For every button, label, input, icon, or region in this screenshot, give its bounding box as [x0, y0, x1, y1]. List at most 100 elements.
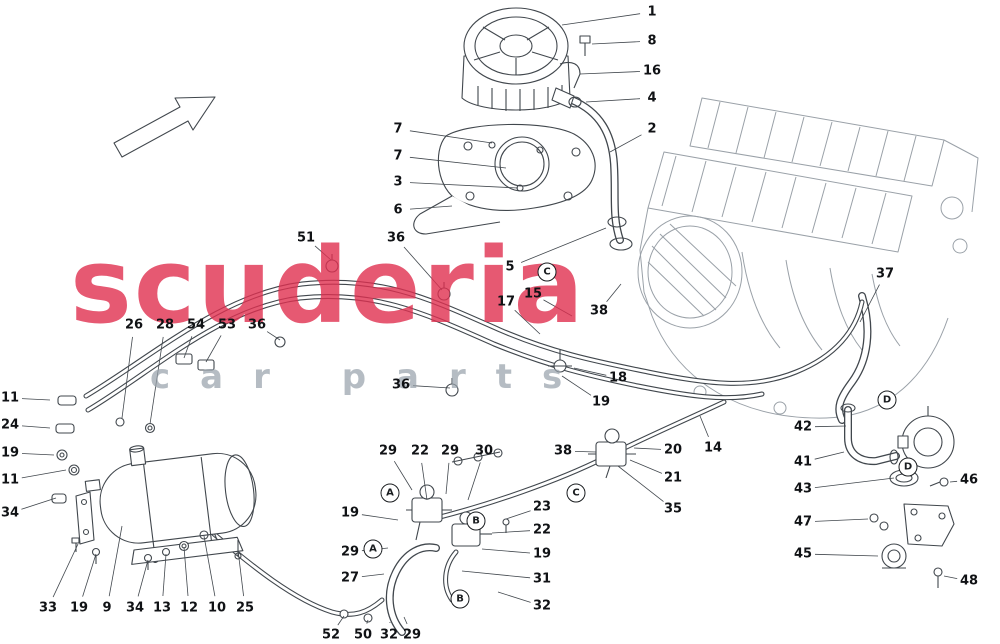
leader-line-13: [162, 553, 167, 597]
leader-line-29: [445, 462, 450, 495]
callout-36: 36: [391, 377, 411, 393]
leader-line-38: [574, 451, 597, 453]
callout-4: 4: [647, 90, 657, 106]
route-letter-B: B: [466, 511, 486, 531]
leader-line-38: [606, 283, 622, 302]
callout-19: 19: [591, 394, 611, 410]
callout-47: 47: [793, 514, 813, 530]
callout-24: 24: [0, 417, 20, 433]
callout-53: 53: [217, 317, 237, 333]
leader-line-22: [421, 462, 428, 501]
callout-19: 19: [0, 445, 20, 461]
route-letter-A: A: [363, 539, 383, 559]
callout-37: 37: [875, 266, 895, 282]
leader-line-19: [361, 514, 399, 521]
callout-12: 12: [179, 600, 199, 616]
callout-17: 17: [496, 294, 516, 310]
callout-31: 31: [532, 571, 552, 587]
callout-38: 38: [589, 303, 609, 319]
callout-32: 32: [379, 627, 399, 643]
callout-45: 45: [793, 546, 813, 562]
callout-52: 52: [321, 627, 341, 643]
leader-line-36: [403, 246, 443, 291]
route-letter-C: C: [537, 262, 557, 282]
leader-line-4: [585, 98, 641, 103]
route-letter-D: D: [877, 390, 897, 410]
callout-19: 19: [69, 600, 89, 616]
callout-22: 22: [410, 443, 430, 459]
route-letter-A: A: [380, 483, 400, 503]
callout-14: 14: [703, 440, 723, 456]
callout-38: 38: [553, 443, 573, 459]
leader-line-18: [573, 367, 607, 376]
callout-7: 7: [393, 121, 403, 137]
leader-line-1: [561, 13, 641, 26]
callout-10: 10: [207, 600, 227, 616]
callout-34: 34: [0, 505, 20, 521]
leader-line-2: [609, 134, 642, 153]
leader-line-53: [205, 335, 222, 363]
leader-line-41: [814, 451, 845, 460]
leader-line-32: [497, 591, 531, 603]
callout-26: 26: [124, 317, 144, 333]
callout-7: 7: [393, 148, 403, 164]
leader-line-6: [409, 205, 453, 210]
leader-line-19: [21, 453, 55, 456]
fittings-drawing: [51, 353, 242, 570]
leader-line-14: [699, 415, 709, 438]
callout-51: 51: [296, 230, 316, 246]
callout-18: 18: [608, 370, 628, 386]
leader-line-50: [366, 619, 369, 624]
callout-35: 35: [663, 501, 683, 517]
pump-bracket-drawing: [413, 123, 596, 235]
leader-line-35: [617, 465, 664, 502]
leader-line-42: [814, 425, 847, 428]
leader-line-23: [505, 510, 531, 520]
leader-line-51: [314, 245, 332, 261]
callout-36: 36: [386, 230, 406, 246]
callout-21: 21: [663, 470, 683, 486]
leader-line-29: [403, 616, 408, 625]
callout-27: 27: [340, 570, 360, 586]
secondary-air-pump-drawing: [461, 7, 633, 251]
leader-line-36: [266, 331, 281, 341]
leader-line-8: [591, 41, 641, 45]
leader-line-19: [82, 553, 97, 597]
callout-19: 19: [532, 546, 552, 562]
leader-line-34: [21, 497, 57, 510]
leader-line-3: [409, 182, 519, 189]
callout-5: 5: [505, 259, 515, 275]
leader-line-30: [467, 462, 481, 501]
leader-line-7: [409, 156, 507, 169]
leader-line-5: [520, 227, 607, 263]
callout-16: 16: [642, 63, 662, 79]
leader-line-20: [633, 447, 662, 450]
leader-line-47: [814, 518, 869, 522]
callout-28: 28: [155, 317, 175, 333]
air-tank-drawing: [84, 445, 257, 565]
callout-33: 33: [38, 600, 58, 616]
leader-line-11: [21, 398, 51, 401]
right-parts-drawing: [840, 403, 955, 588]
leader-line-21: [629, 459, 663, 474]
leader-line-9: [108, 525, 123, 597]
leader-line-37: [859, 284, 880, 323]
leader-line-19: [561, 375, 592, 396]
leader-line-43: [814, 477, 895, 488]
callout-6: 6: [393, 202, 403, 218]
callout-42: 42: [793, 419, 813, 435]
callout-15: 15: [523, 286, 543, 302]
callout-20: 20: [663, 442, 683, 458]
callout-46: 46: [959, 472, 979, 488]
leader-line-15: [543, 299, 573, 317]
leader-line-36: [412, 385, 451, 389]
leader-line-19: [481, 548, 531, 554]
leader-line-16: [579, 71, 641, 75]
leader-line-24: [21, 425, 51, 429]
callout-23: 23: [532, 499, 552, 515]
leader-line-7: [409, 130, 493, 144]
callout-25: 25: [235, 600, 255, 616]
leader-line-46: [949, 480, 958, 483]
